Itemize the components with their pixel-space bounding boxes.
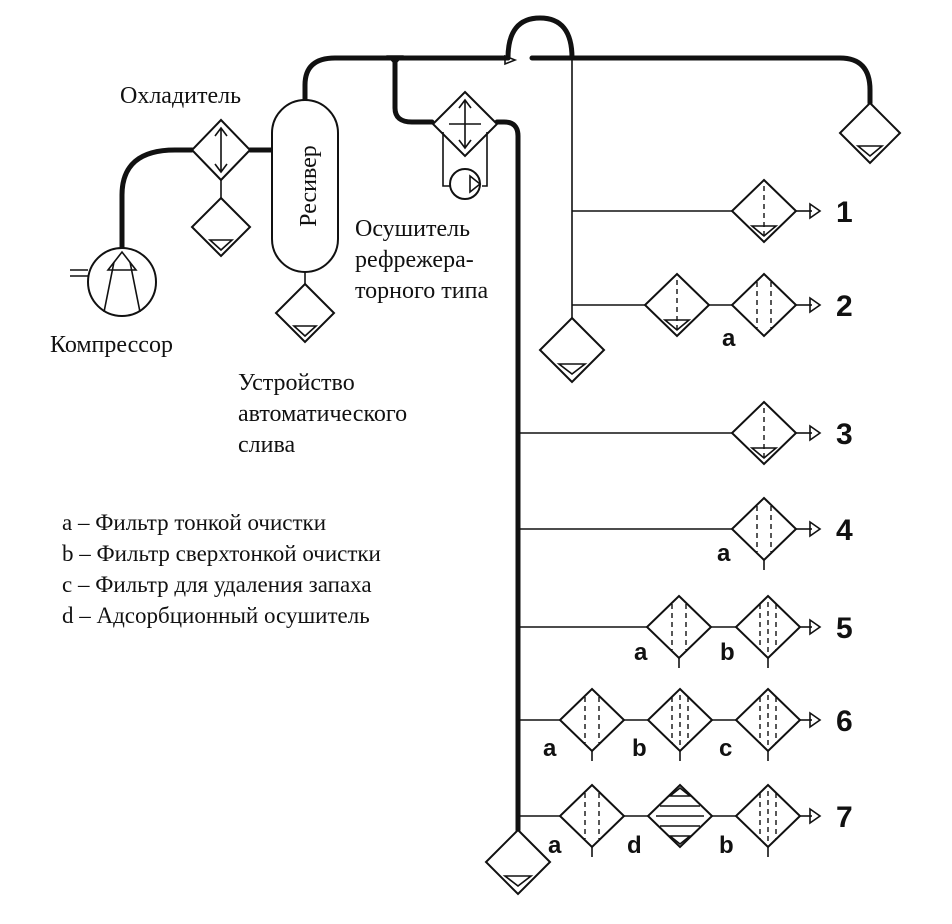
line-number-4: 4 xyxy=(836,514,853,547)
dryer-label-line-1: Осушитель xyxy=(355,216,470,242)
dryer-refrigerant-circle xyxy=(449,168,481,200)
line-4-outlet-arrow xyxy=(809,520,822,538)
line-number-5: 5 xyxy=(836,612,853,645)
line-2-outlet-arrow xyxy=(809,296,822,314)
pipe-receiver-header xyxy=(302,55,511,103)
drain-label-line-3: слива xyxy=(238,432,295,458)
refrigerated-dryer xyxy=(431,90,499,200)
line-6-letter-c: c xyxy=(719,735,732,762)
line-2-letter-a: a xyxy=(722,325,736,352)
legend: a – Фильтр тонкой очистки b – Фильтр све… xyxy=(62,510,381,628)
legend-item-b: b – Фильтр сверхтонкой очистки xyxy=(62,541,381,566)
compressor-lines xyxy=(103,261,141,313)
line-number-2: 2 xyxy=(836,290,853,323)
compressor-shaft xyxy=(70,269,88,277)
line-2-filter-2 xyxy=(730,272,798,338)
main-drain-mark xyxy=(502,875,534,888)
receiver-label: Ресивер xyxy=(296,145,322,227)
line-7-outlet-arrow xyxy=(809,807,822,825)
line-4-filter xyxy=(730,496,798,562)
compressor xyxy=(70,247,157,317)
line-1-outlet-arrow xyxy=(809,202,822,220)
line-7-dryer-top-mark xyxy=(667,786,693,797)
line-7-letter-b: b xyxy=(719,832,734,859)
cooler-label: Охладитель xyxy=(120,83,241,109)
compressor-label: Компрессор xyxy=(50,332,173,358)
line-2-drain-mark xyxy=(662,319,692,332)
receiver-drain-mark xyxy=(291,325,319,338)
compressor-triangle xyxy=(106,250,138,271)
line-6-letter-a: a xyxy=(543,735,557,762)
legend-item-a: a – Фильтр тонкой очистки xyxy=(62,510,326,535)
line-numbers: 1 2 3 4 5 6 7 xyxy=(836,196,853,834)
compressor-body xyxy=(87,247,157,317)
line-7-letter-d: d xyxy=(627,832,642,859)
loop-arrow-mark xyxy=(504,54,518,66)
drain-label-line-1: Устройство xyxy=(238,370,355,396)
line-3-drain-mark xyxy=(749,447,779,460)
line-1-drain-mark xyxy=(749,225,779,238)
bypass-drain-mark xyxy=(556,363,588,376)
pipe-compressor-cooler xyxy=(119,147,195,255)
line-7-filter-1 xyxy=(558,783,626,849)
line-5-filter-1 xyxy=(645,594,713,660)
legend-item-c: c – Фильтр для удаления запаха xyxy=(62,572,372,597)
header-tee-mark xyxy=(386,55,404,66)
drain-label-line-2: автоматического xyxy=(238,401,407,427)
cooler xyxy=(190,118,252,258)
line-2 xyxy=(572,272,822,338)
line-6-letter-b: b xyxy=(632,735,647,762)
filter-letters: a a a b a b c a d b xyxy=(543,325,736,859)
line-number-3: 3 xyxy=(836,418,853,451)
line-number-1: 1 xyxy=(836,196,853,229)
receiver-drain-diamond xyxy=(274,282,336,344)
main-pipes xyxy=(119,15,873,833)
line-7 xyxy=(518,783,822,857)
line-4-letter-a: a xyxy=(717,540,731,567)
line-6-outlet-arrow xyxy=(809,711,822,729)
legend-item-d: d – Адсорбционный осушитель xyxy=(62,603,370,628)
pipe-to-dryer xyxy=(392,55,435,125)
header-drain-mark xyxy=(855,145,885,158)
line-7-letter-a: a xyxy=(548,832,562,859)
cooler-arrows xyxy=(214,126,228,174)
dryer-loop xyxy=(442,132,488,187)
header-drain-diamond xyxy=(838,101,902,165)
line-6 xyxy=(518,687,822,761)
line-5-outlet-arrow xyxy=(809,618,822,636)
line-number-7: 7 xyxy=(836,801,853,834)
line-1-filter xyxy=(730,178,798,244)
dryer-label-line-3: торного типа xyxy=(355,278,488,304)
pipe-bypass-loop xyxy=(505,15,575,61)
dryer-refrigerant-arrow xyxy=(469,174,482,194)
line-3 xyxy=(518,400,822,466)
line-5 xyxy=(518,594,822,668)
line-number-6: 6 xyxy=(836,705,853,738)
bypass-drain xyxy=(538,305,606,384)
dryer-label-line-2: рефрежера- xyxy=(355,247,474,273)
cooler-drain-mark xyxy=(207,239,235,252)
line-1 xyxy=(572,178,822,244)
line-3-outlet-arrow xyxy=(809,424,822,442)
line-2-filter-1 xyxy=(643,272,711,338)
pipe-dryer-vertical xyxy=(494,119,521,833)
pipe-header-right xyxy=(529,55,873,106)
bypass-drain-diamond xyxy=(538,316,606,384)
header-drain xyxy=(838,101,902,165)
line-3-filter xyxy=(730,400,798,466)
line-6-filter-1 xyxy=(558,687,626,753)
main-drain xyxy=(484,828,552,896)
cooler-drain-diamond xyxy=(190,196,252,258)
main-drain-diamond xyxy=(484,828,552,896)
line-5-letter-b: b xyxy=(720,639,735,666)
line-4 xyxy=(518,496,822,570)
line-7-dryer-bottom-mark xyxy=(667,835,693,846)
receiver xyxy=(271,99,339,344)
line-5-letter-a: a xyxy=(634,639,648,666)
